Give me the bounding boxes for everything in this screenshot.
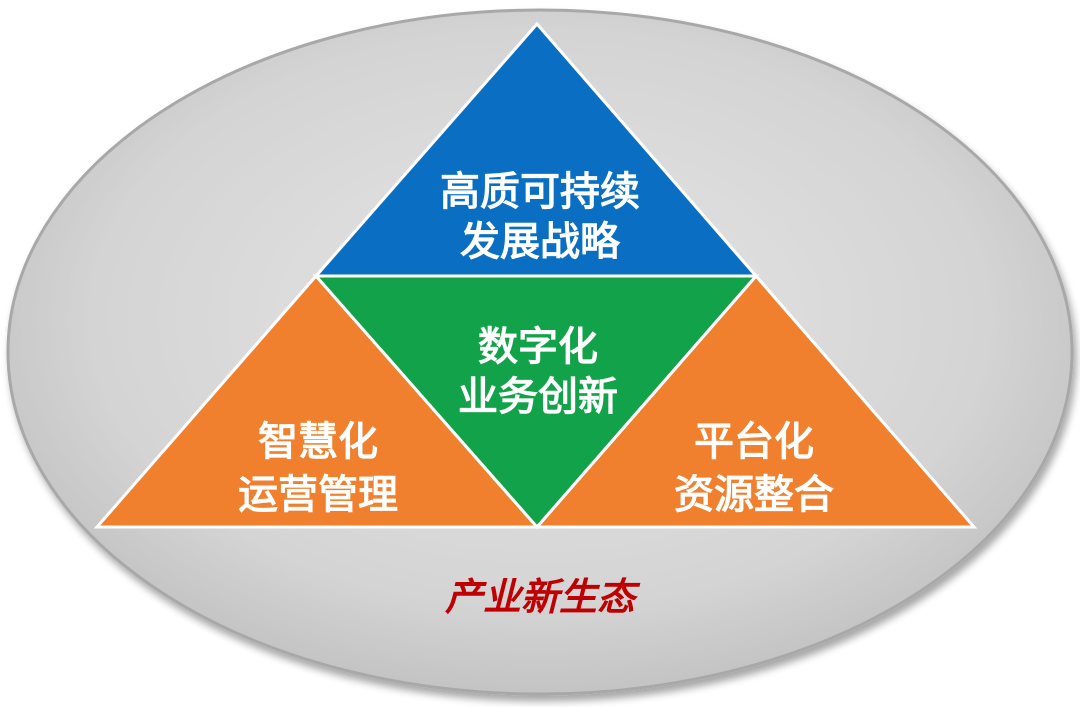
center-label-line2: 业务创新 (458, 374, 618, 420)
center-label-line1: 数字化 (478, 324, 598, 370)
left-label-line1: 智慧化 (258, 419, 378, 465)
right-label-line2: 资源整合 (674, 472, 834, 518)
ecosystem-label: 产业新生态 (445, 575, 641, 619)
right-label-line1: 平台化 (694, 419, 814, 465)
left-label-line2: 运营管理 (238, 472, 398, 518)
center-triangle (312, 274, 760, 530)
top-label-line2: 发展战略 (460, 219, 621, 265)
top-label-line1: 高质可持续 (440, 169, 640, 215)
